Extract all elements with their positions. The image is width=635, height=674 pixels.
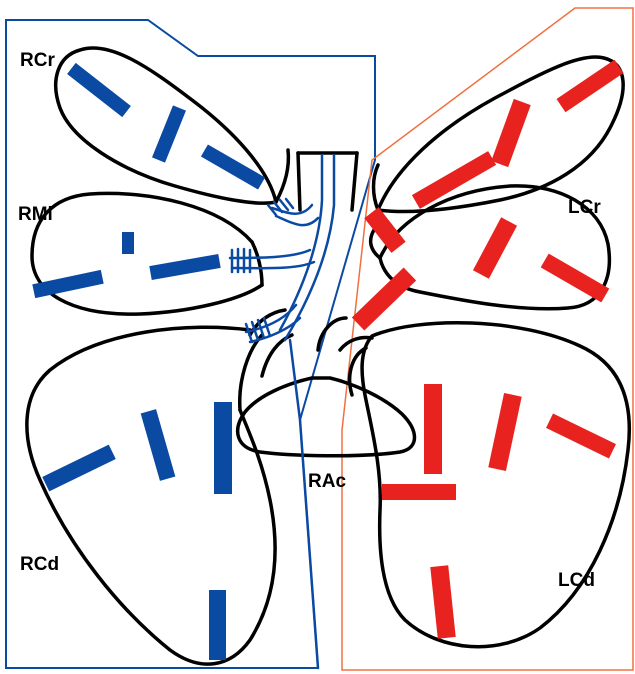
label-rcd: RCd [20, 554, 59, 575]
left-segment-markers [352, 60, 624, 639]
label-lcr: LCr [568, 197, 601, 218]
label-rcr: RCr [20, 50, 55, 71]
label-rmi: RMi [18, 204, 53, 225]
lobe-rmi [32, 193, 262, 314]
right-segment-markers [32, 63, 265, 660]
lobe-rac [238, 378, 415, 456]
label-lcd: LCd [558, 570, 595, 591]
label-rac: RAc [308, 471, 346, 492]
lobe-rcd [27, 327, 275, 664]
